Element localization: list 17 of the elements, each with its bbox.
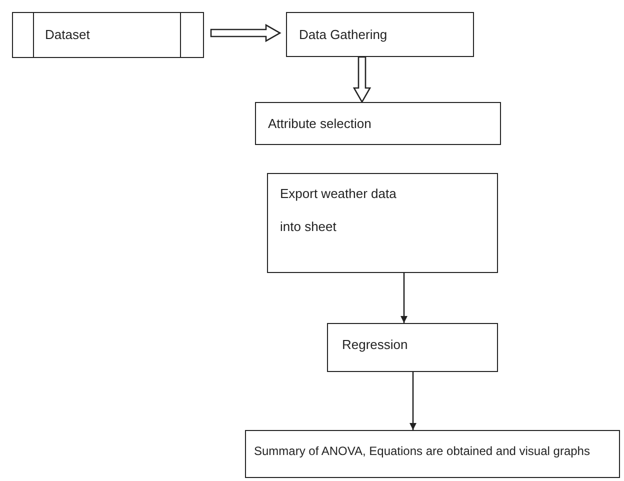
data-store-box	[12, 12, 204, 58]
node-label: Data Gathering	[299, 27, 388, 42]
process-box	[286, 12, 474, 57]
process-box	[327, 323, 498, 372]
node-label: Regression	[342, 337, 409, 352]
node-label: Summary of ANOVA, Equations are obtained and visual graphs	[254, 444, 591, 458]
node-label: into sheet	[280, 219, 338, 234]
process-box	[267, 173, 498, 273]
process-box	[255, 102, 501, 145]
process-box	[245, 430, 620, 478]
node-label: Export weather data	[280, 186, 398, 201]
block-arrow	[352, 56, 372, 104]
arrow	[400, 273, 408, 323]
node-label: Dataset	[45, 27, 91, 42]
block-arrow	[210, 24, 282, 42]
node-label: Attribute selection	[268, 116, 372, 131]
arrow	[410, 372, 416, 430]
